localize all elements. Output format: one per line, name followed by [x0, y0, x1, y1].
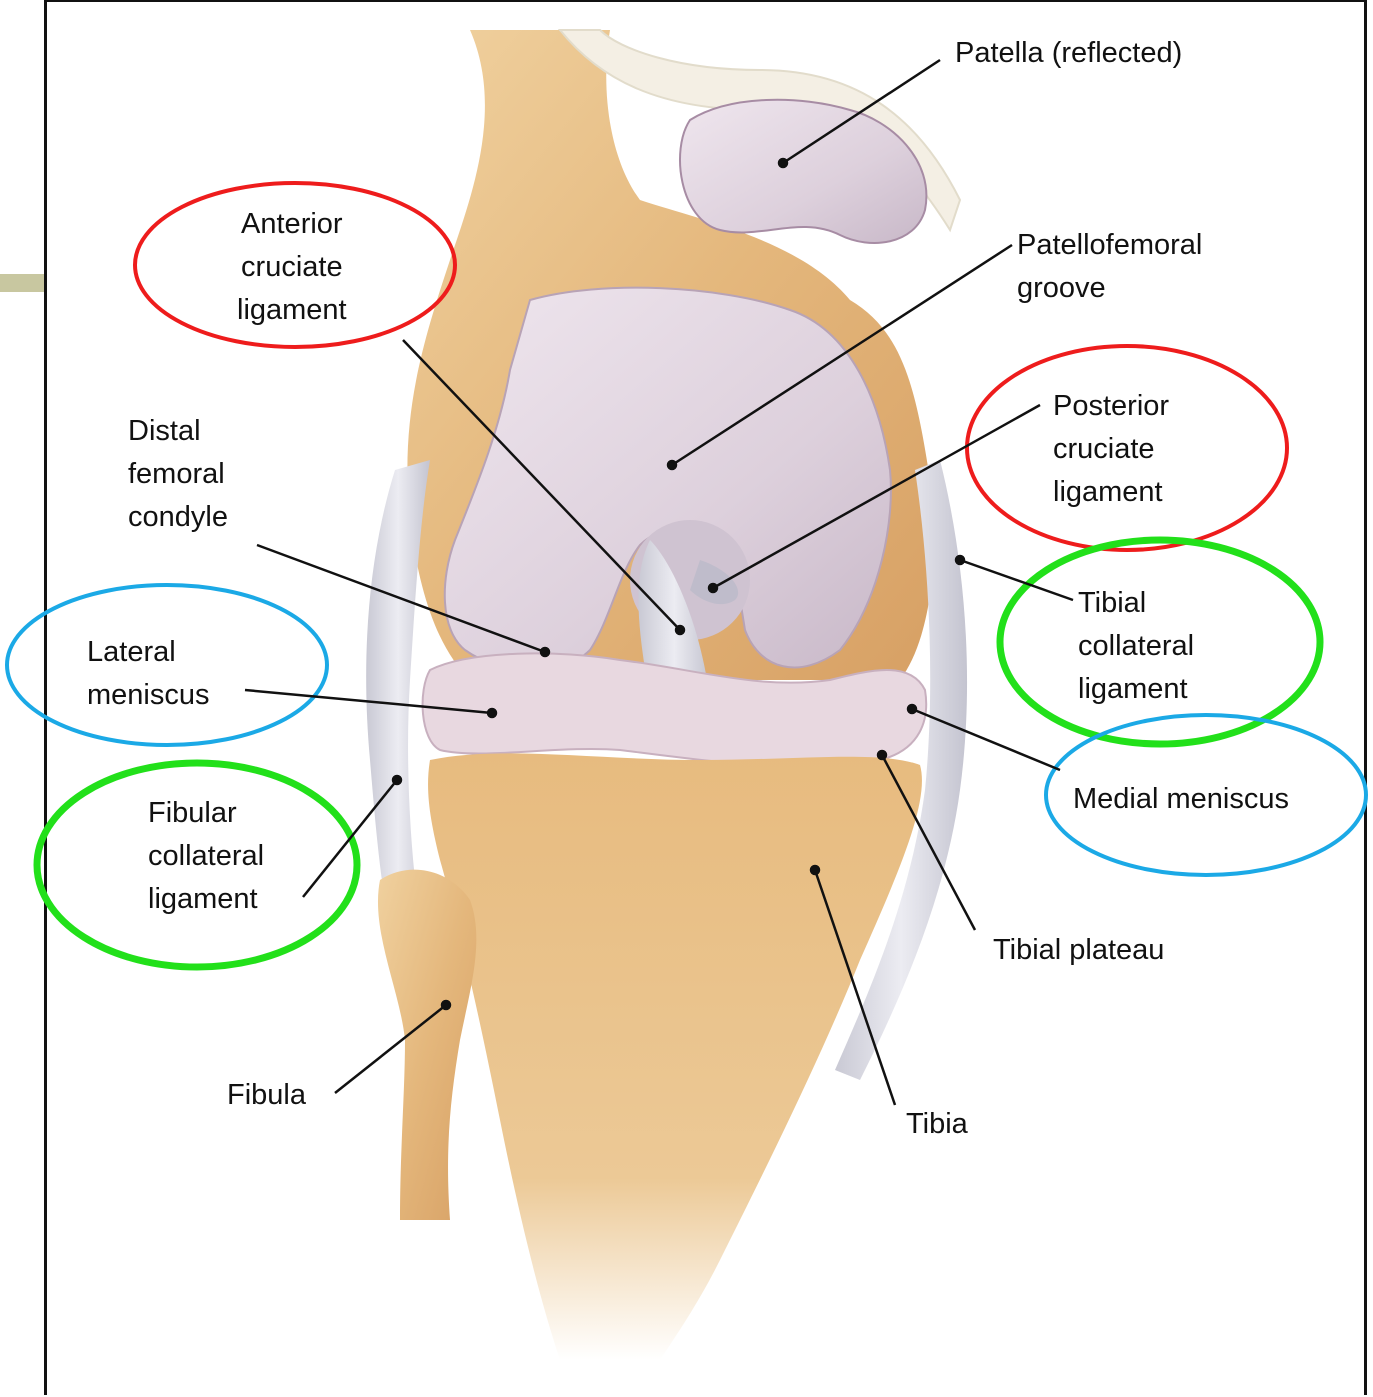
- leader-dot-medial-meniscus: [908, 705, 916, 713]
- fibula: [378, 870, 476, 1220]
- label-lateral-meniscus: Lateral meniscus: [87, 631, 210, 717]
- leader-dot-groove: [668, 461, 676, 469]
- leader-dot-acl: [676, 626, 684, 634]
- label-anterior-cruciate-ligament: Anterior cruciate ligament: [237, 203, 347, 332]
- leader-dot-tibia: [811, 866, 819, 874]
- label-patellofemoral-groove: Patellofemoral groove: [1017, 224, 1202, 310]
- label-posterior-cruciate-ligament: Posterior cruciate ligament: [1053, 385, 1169, 514]
- label-medial-meniscus: Medial meniscus: [1073, 778, 1289, 821]
- label-patella: Patella (reflected): [955, 32, 1182, 75]
- label-tibia: Tibia: [906, 1103, 968, 1146]
- fibular-collateral-ligament-shape: [366, 460, 430, 930]
- leader-dot-tibial-plateau: [878, 751, 886, 759]
- leader-dot-fibula: [442, 1001, 450, 1009]
- leader-dot-condyle: [541, 648, 549, 656]
- label-fibular-collateral-ligament: Fibular collateral ligament: [148, 792, 264, 921]
- label-tibial-collateral-ligament: Tibial collateral ligament: [1078, 582, 1194, 711]
- label-tibial-plateau: Tibial plateau: [993, 929, 1164, 972]
- leader-dot-pcl: [709, 584, 717, 592]
- label-fibula: Fibula: [227, 1074, 306, 1117]
- leader-dot-tibial-collateral: [956, 556, 964, 564]
- label-distal-femoral-condyle: Distal femoral condyle: [128, 410, 228, 539]
- leader-dot-lateral-meniscus: [488, 709, 496, 717]
- leader-dot-patella: [779, 159, 787, 167]
- leader-dot-fibular-collateral: [393, 776, 401, 784]
